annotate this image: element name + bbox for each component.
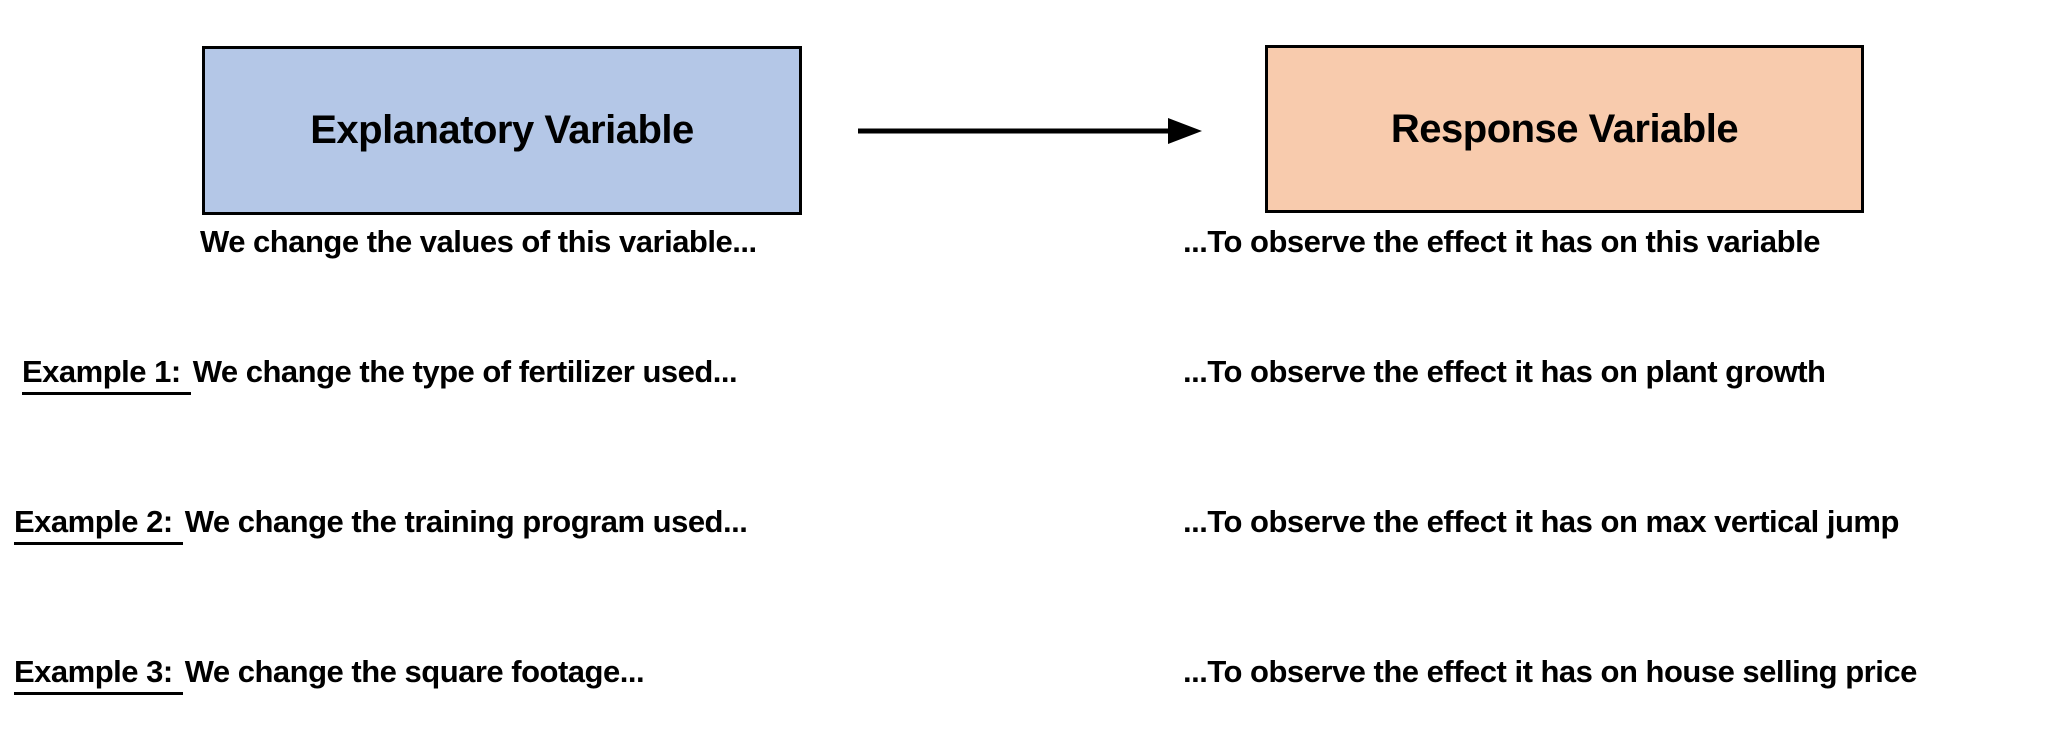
example-3-cause: Example 3:We change the square footage..… xyxy=(14,652,645,695)
example-2-label: Example 2: xyxy=(14,505,183,545)
example-3-effect: ...To observe the effect it has on house… xyxy=(1183,654,1917,689)
explanatory-variable-title: Explanatory Variable xyxy=(310,108,694,152)
explanatory-variable-box: Explanatory Variable xyxy=(202,46,802,215)
cause-effect-arrow xyxy=(852,107,1207,155)
example-3-cause-text: We change the square footage... xyxy=(184,654,645,689)
example-1-cause-text: We change the type of fertilizer used... xyxy=(192,354,738,389)
explanatory-caption: We change the values of this variable... xyxy=(200,224,757,259)
example-3-label: Example 3: xyxy=(14,655,183,695)
response-variable-box: Response Variable xyxy=(1265,45,1864,213)
response-variable-title: Response Variable xyxy=(1390,106,1739,151)
example-2-effect: ...To observe the effect it has on max v… xyxy=(1183,504,1899,539)
example-1-effect: ...To observe the effect it has on plant… xyxy=(1183,354,1826,389)
example-2-cause-text: We change the training program used... xyxy=(184,504,748,539)
response-caption: ...To observe the effect it has on this … xyxy=(1183,224,1820,259)
example-1-label: Example 1: xyxy=(22,355,191,395)
example-1-cause: Example 1:We change the type of fertiliz… xyxy=(22,352,738,395)
right-arrow-icon xyxy=(858,118,1202,144)
example-2-cause: Example 2:We change the training program… xyxy=(14,502,748,545)
